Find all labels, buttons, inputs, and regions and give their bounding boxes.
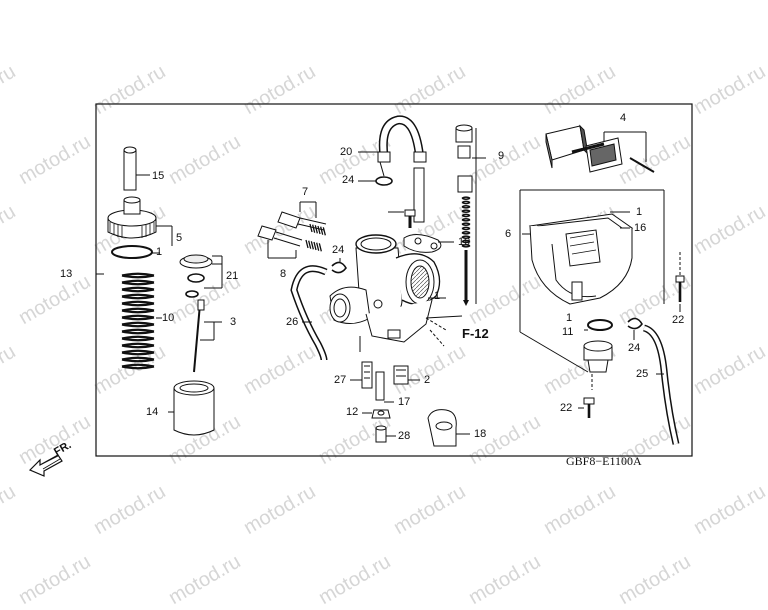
callout-27: 27	[334, 374, 347, 386]
part-24-tube-clip-top	[358, 176, 393, 186]
part-5-top-cap	[107, 196, 173, 246]
part-17-needle-jet	[375, 371, 394, 403]
callout-11: 11	[562, 326, 574, 338]
part-20-vent-tube	[358, 115, 427, 223]
part-23-screw	[388, 209, 416, 228]
carburetor-body	[329, 234, 463, 352]
part-26-drain-tube	[290, 265, 328, 361]
part-6-float-chamber	[519, 189, 665, 373]
callout-13: 13	[60, 268, 73, 280]
callout-8: 8	[280, 268, 287, 280]
callout-28: 28	[398, 430, 411, 442]
diagram-frame	[95, 103, 693, 457]
callout-7: 7	[302, 186, 309, 198]
part-drain-plug	[583, 340, 613, 390]
callout-24: 24	[628, 342, 641, 354]
part-27-slow-jet	[350, 361, 373, 389]
callout-15: 15	[152, 170, 165, 182]
part-22-screw-right	[675, 252, 685, 312]
callout-1: 1	[636, 206, 643, 218]
part-19-cable-holder	[403, 234, 454, 253]
callout-1: 1	[156, 246, 163, 258]
diagram-code: GBF8−E1100A	[566, 454, 642, 468]
callout-24: 24	[332, 244, 345, 256]
callout-26: 26	[286, 316, 299, 328]
callout-25: 25	[636, 368, 649, 380]
callout-20: 20	[340, 146, 353, 158]
callout-16: 16	[634, 222, 647, 234]
part-15-jet-needle-holder	[123, 146, 150, 191]
callout-14: 14	[146, 406, 159, 418]
part-9-starter-plunger	[455, 124, 486, 306]
carburetor-exploded-view	[28, 103, 693, 477]
part-4-float	[545, 124, 655, 173]
part-3-jet-needle	[193, 299, 222, 373]
front-direction-arrow	[28, 454, 63, 477]
callout-18: 18	[474, 428, 487, 440]
part-18-float-valve-seat	[427, 409, 470, 447]
callout-5: 5	[176, 232, 183, 244]
callout-19: 19	[458, 236, 471, 248]
callout-17: 17	[398, 396, 411, 408]
callout-22: 22	[560, 402, 573, 414]
part-24-tube-clip-right	[627, 317, 643, 340]
callout-3: 3	[230, 316, 237, 328]
callout-12: 12	[346, 406, 359, 418]
part-14-throttle-valve	[168, 380, 215, 436]
callout-9: 9	[498, 150, 505, 162]
part-25-drain-tube	[642, 324, 680, 445]
callout-10: 10	[162, 312, 175, 324]
callout-1: 1	[434, 290, 441, 302]
part-7-8-adjust-screws	[257, 201, 327, 259]
part-24-tube-clip-mid	[331, 258, 347, 274]
callout-21: 21	[226, 270, 239, 282]
part-28-pilot-screw	[375, 425, 396, 443]
part-12-nut	[362, 409, 391, 419]
callout-24: 24	[342, 174, 355, 186]
part-11-o-ring	[584, 319, 613, 331]
callout-22: 22	[672, 314, 685, 326]
callout-1: 1	[566, 312, 573, 324]
callout-4: 4	[620, 112, 627, 124]
part-2-main-jet	[393, 365, 420, 385]
callout-2: 2	[424, 374, 431, 386]
part-22-screw-bottom	[578, 397, 595, 418]
callout-6: 6	[505, 228, 512, 240]
part-21-needle-clip-plate	[179, 254, 223, 298]
section-reference: F-12	[462, 326, 489, 341]
part-1-o-ring-left	[111, 245, 160, 259]
part-10-throttle-valve-spring	[121, 272, 162, 370]
